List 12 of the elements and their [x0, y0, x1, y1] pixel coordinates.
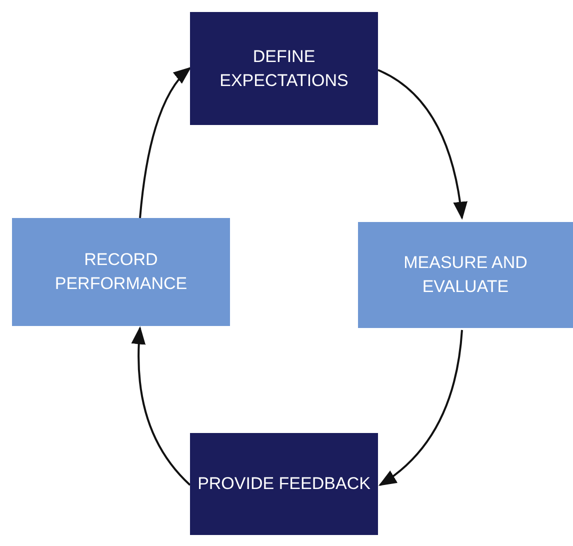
process-box — [190, 12, 378, 125]
process-box — [190, 433, 378, 535]
process-box — [12, 218, 230, 326]
box-label: PROVIDE FEEDBACK — [198, 473, 370, 496]
arrow — [139, 66, 192, 218]
arrow — [132, 326, 191, 486]
box-label: DEFINE EXPECTATIONS — [218, 46, 350, 92]
process-box — [358, 222, 573, 328]
arrow — [378, 69, 468, 220]
box-label: MEASURE AND EVALUATE — [402, 252, 528, 298]
arrow — [378, 330, 463, 486]
box-label: RECORD PERFORMANCE — [54, 249, 188, 295]
